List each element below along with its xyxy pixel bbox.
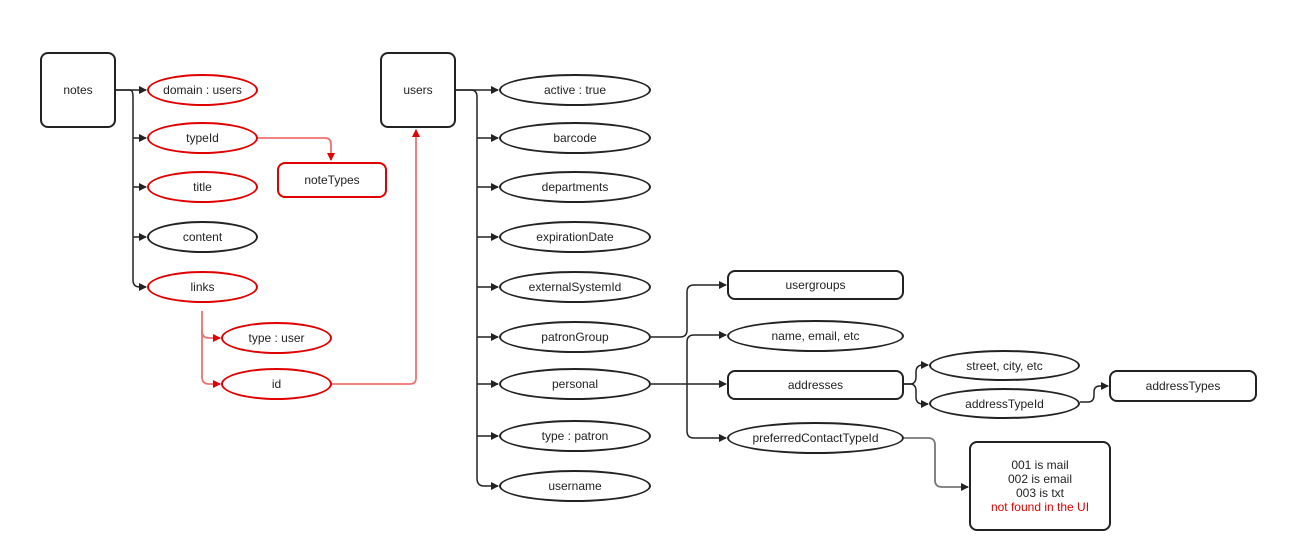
- type-field: type : patron: [499, 420, 651, 452]
- addresses-entity: addresses: [727, 370, 904, 400]
- street-city-field: street, city, etc: [929, 350, 1080, 381]
- addresstypes-entity: addressTypes: [1109, 370, 1257, 402]
- note-line-txt: 003 is txt: [1015, 486, 1065, 500]
- personal-field: personal: [499, 368, 651, 400]
- link-id-field: id: [221, 368, 332, 400]
- preferredcontacttypeid-field: preferredContactTypeId: [727, 422, 904, 454]
- highlight-connectors: [201, 129, 420, 388]
- note-line-mail: 001 is mail: [1011, 458, 1069, 472]
- title-field: title: [147, 171, 258, 203]
- links-field: links: [147, 271, 258, 303]
- note-warning: not found in the UI: [990, 500, 1090, 514]
- username-field: username: [499, 470, 651, 502]
- users-connectors: [455, 86, 1109, 490]
- link-type-field: type : user: [221, 322, 332, 354]
- contact-note-connector: [904, 437, 969, 491]
- domain-field: domain : users: [147, 74, 258, 106]
- typeid-field: typeId: [147, 122, 258, 154]
- note-line-email: 002 is email: [1007, 472, 1073, 486]
- departments-field: departments: [499, 171, 651, 203]
- content-field: content: [147, 221, 258, 253]
- addresstypeid-field: addressTypeId: [929, 388, 1080, 419]
- patrongroup-field: patronGroup: [499, 321, 651, 353]
- name-email-field: name, email, etc: [727, 320, 904, 352]
- users-entity: users: [380, 52, 456, 128]
- usergroups-entity: usergroups: [727, 270, 904, 300]
- notetypes-entity: noteTypes: [277, 162, 387, 198]
- externalsystemid-field: externalSystemId: [499, 271, 651, 303]
- notes-entity: notes: [40, 52, 116, 128]
- contact-type-note: 001 is mail 002 is email 003 is txt not …: [969, 441, 1111, 531]
- barcode-field: barcode: [499, 122, 651, 154]
- active-field: active : true: [499, 74, 651, 106]
- expirationdate-field: expirationDate: [499, 221, 651, 253]
- notes-connectors: [115, 86, 147, 291]
